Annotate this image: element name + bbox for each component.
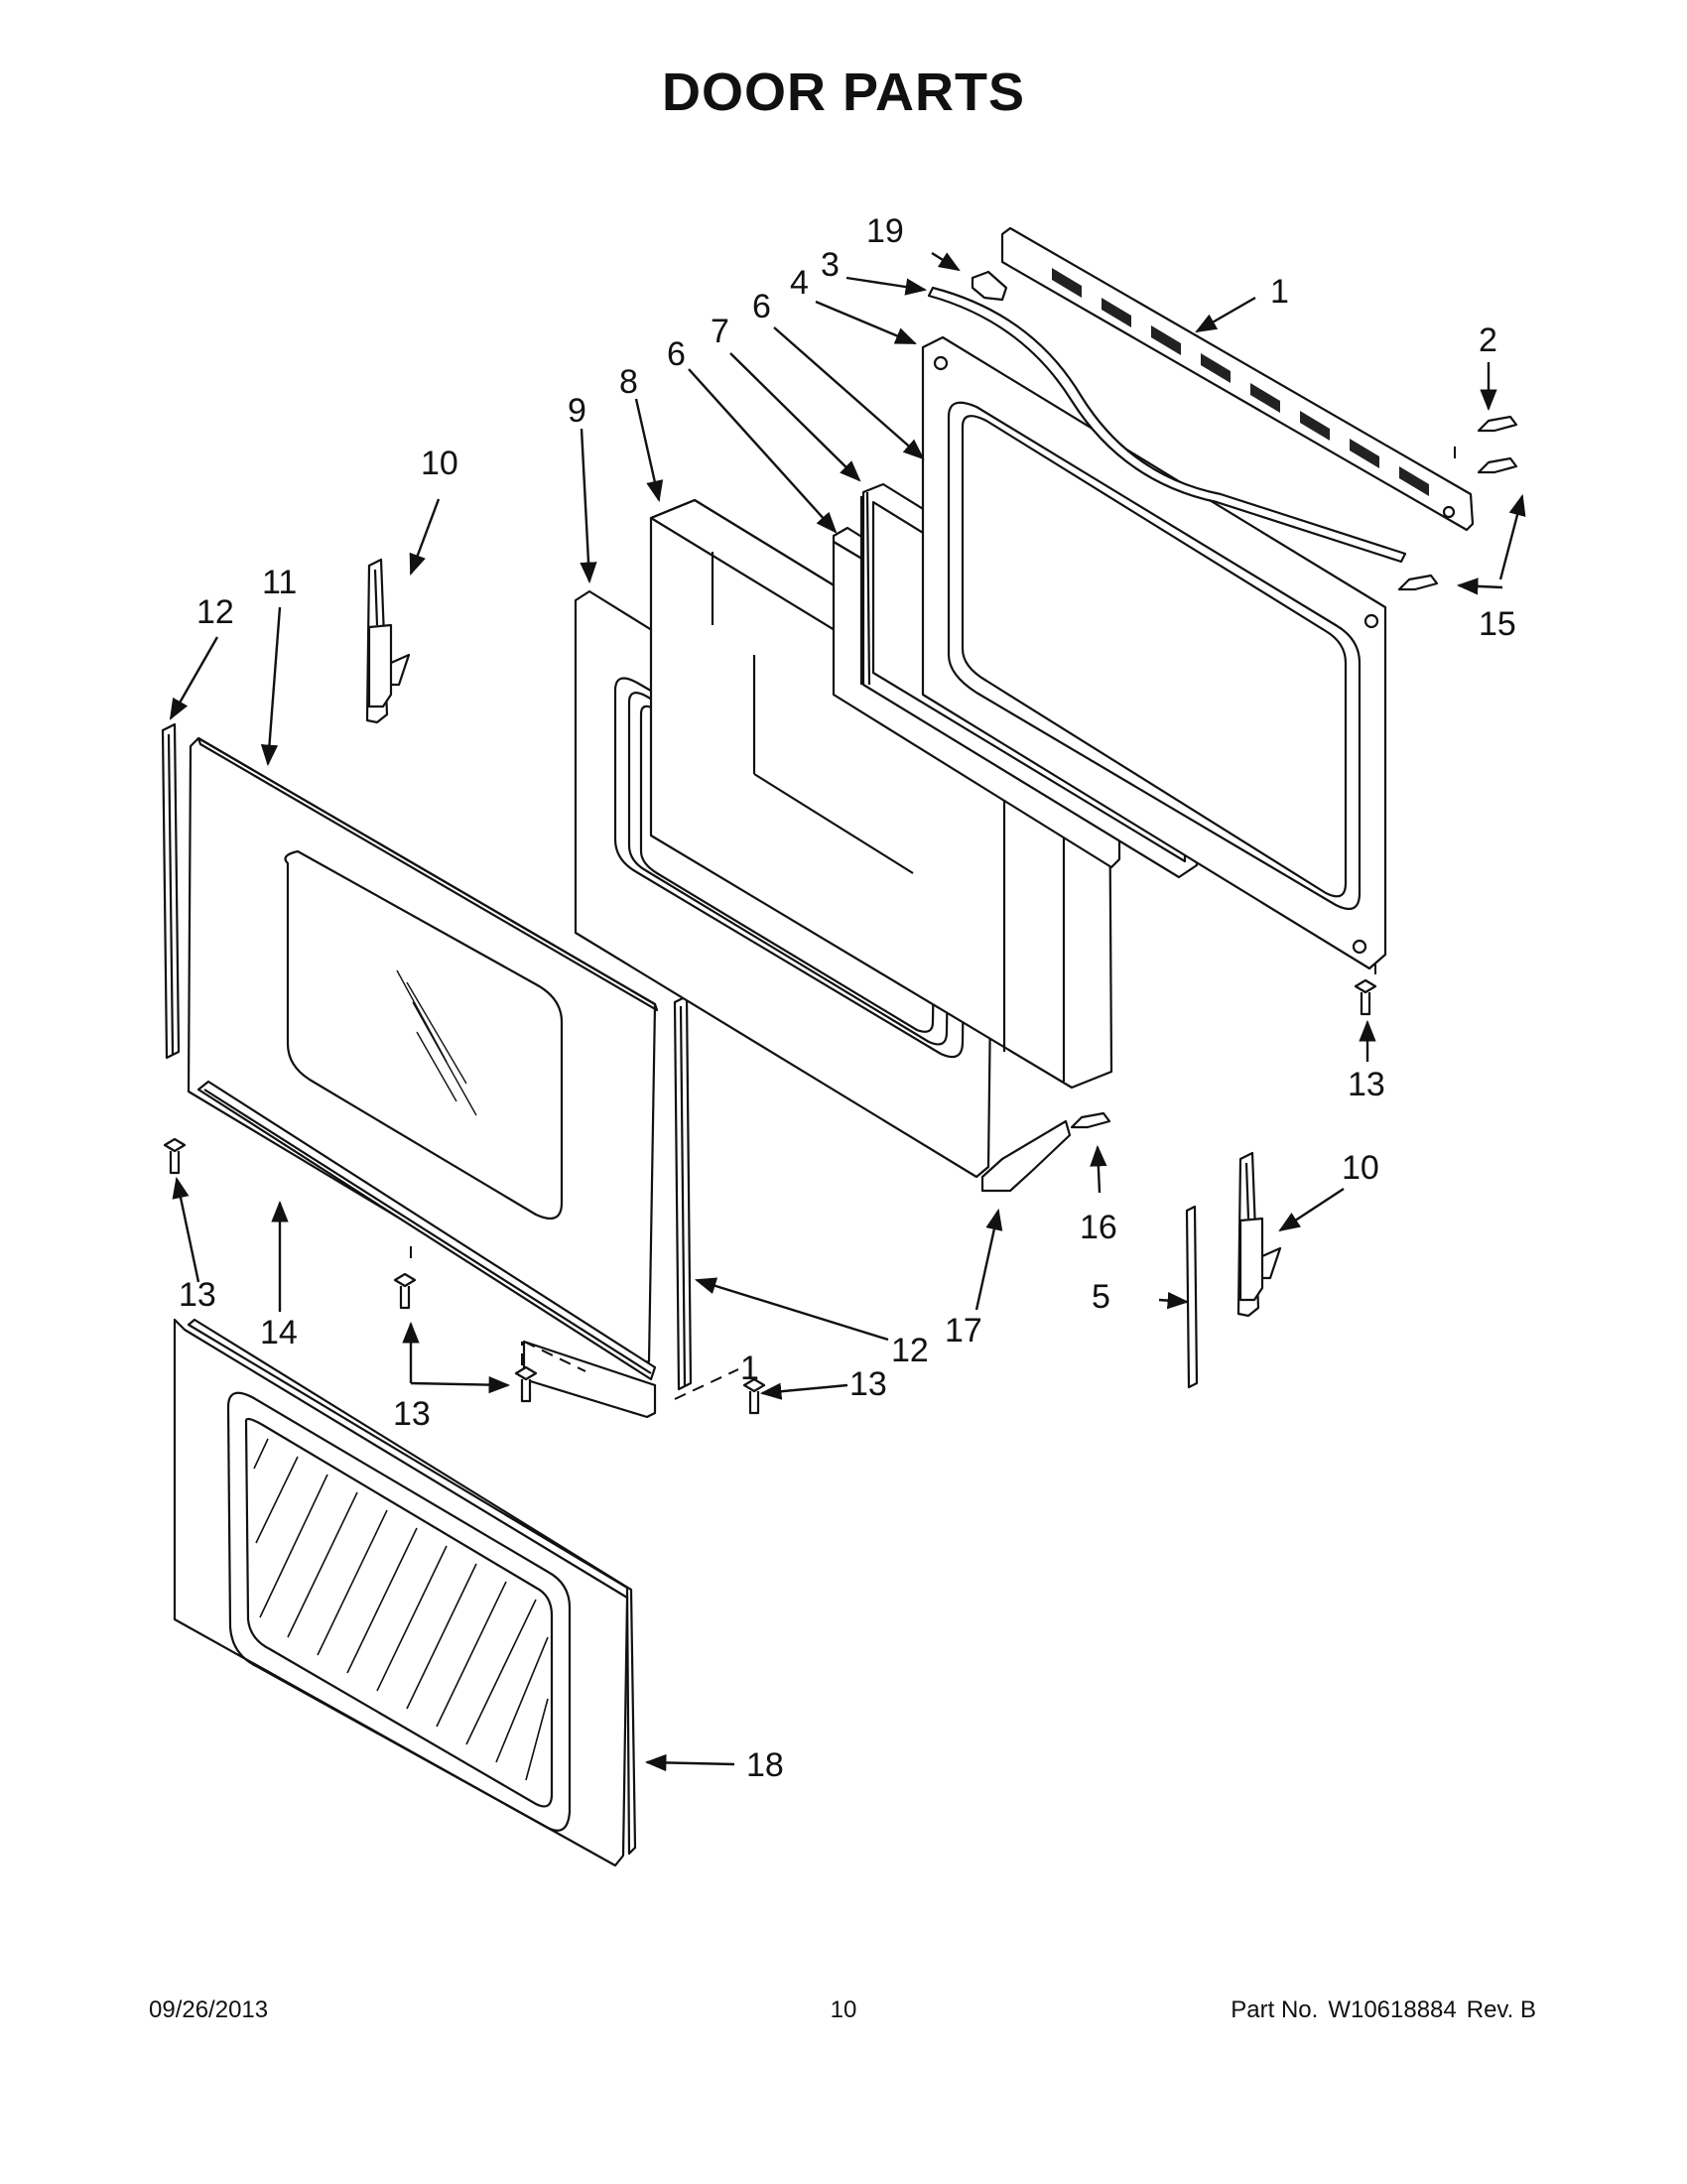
callout-13c: 13 — [849, 1365, 887, 1403]
window-hatching — [253, 1438, 549, 1781]
callout-13b: 13 — [393, 1395, 431, 1433]
callout-19: 19 — [866, 212, 904, 250]
callout-6b: 6 — [667, 335, 686, 373]
outer-door-panel — [173, 1318, 637, 1867]
callout-1-small: 1 — [740, 1349, 759, 1387]
callout-3: 3 — [821, 246, 840, 284]
callout-12b: 12 — [891, 1332, 929, 1369]
bottom-trim — [196, 1080, 657, 1419]
footer-part-number: Part No. W10618884 Rev. B — [1221, 1996, 1536, 2024]
hinge-left — [365, 558, 411, 724]
callout-8: 8 — [619, 363, 638, 401]
callout-6a: 6 — [752, 288, 771, 325]
callout-15: 15 — [1479, 605, 1516, 643]
footer-date: 09/26/2013 — [149, 1996, 269, 2023]
callout-13d: 13 — [1348, 1066, 1385, 1103]
callout-4: 4 — [790, 264, 809, 302]
callout-1: 1 — [1270, 273, 1289, 311]
door-liner — [921, 335, 1387, 970]
hinge-bracket — [980, 1119, 1072, 1193]
revision: Rev. B — [1466, 1996, 1536, 2023]
callout-12a: 12 — [196, 593, 234, 631]
clip — [971, 270, 1008, 302]
side-trim-right — [673, 994, 693, 1391]
callout-13a: 13 — [179, 1276, 216, 1314]
callout-9: 9 — [568, 392, 586, 430]
callout-18: 18 — [746, 1746, 784, 1784]
callout-10a: 10 — [421, 445, 458, 482]
vent-trim — [1000, 226, 1475, 532]
callout-17: 17 — [945, 1312, 982, 1349]
callout-11: 11 — [262, 564, 297, 601]
glass-reflection-lines — [396, 969, 477, 1116]
callout-7: 7 — [711, 313, 729, 350]
page-title: DOOR PARTS — [661, 63, 1025, 122]
part-prefix: Part No. — [1231, 1996, 1319, 2023]
door-strip — [1185, 1205, 1199, 1389]
callout-labels: 1 2 3 4 19 6 7 6 8 9 10 11 12 13 14 13 1… — [179, 212, 1516, 1784]
callout-14: 14 — [260, 1314, 298, 1351]
callout-16: 16 — [1080, 1209, 1117, 1246]
hinge-right — [1236, 1151, 1282, 1318]
callout-5: 5 — [1092, 1278, 1110, 1316]
screws — [163, 415, 1518, 1415]
part-number: W10618884 — [1328, 1996, 1457, 2023]
callout-leaders — [169, 251, 1526, 1772]
callout-2: 2 — [1479, 321, 1497, 359]
side-trim-left — [161, 722, 181, 1060]
callout-10b: 10 — [1342, 1149, 1379, 1187]
footer-page-number: 10 — [830, 1996, 857, 2023]
door-vent-strip — [927, 286, 1407, 564]
door-glass-assembly — [187, 736, 659, 1365]
